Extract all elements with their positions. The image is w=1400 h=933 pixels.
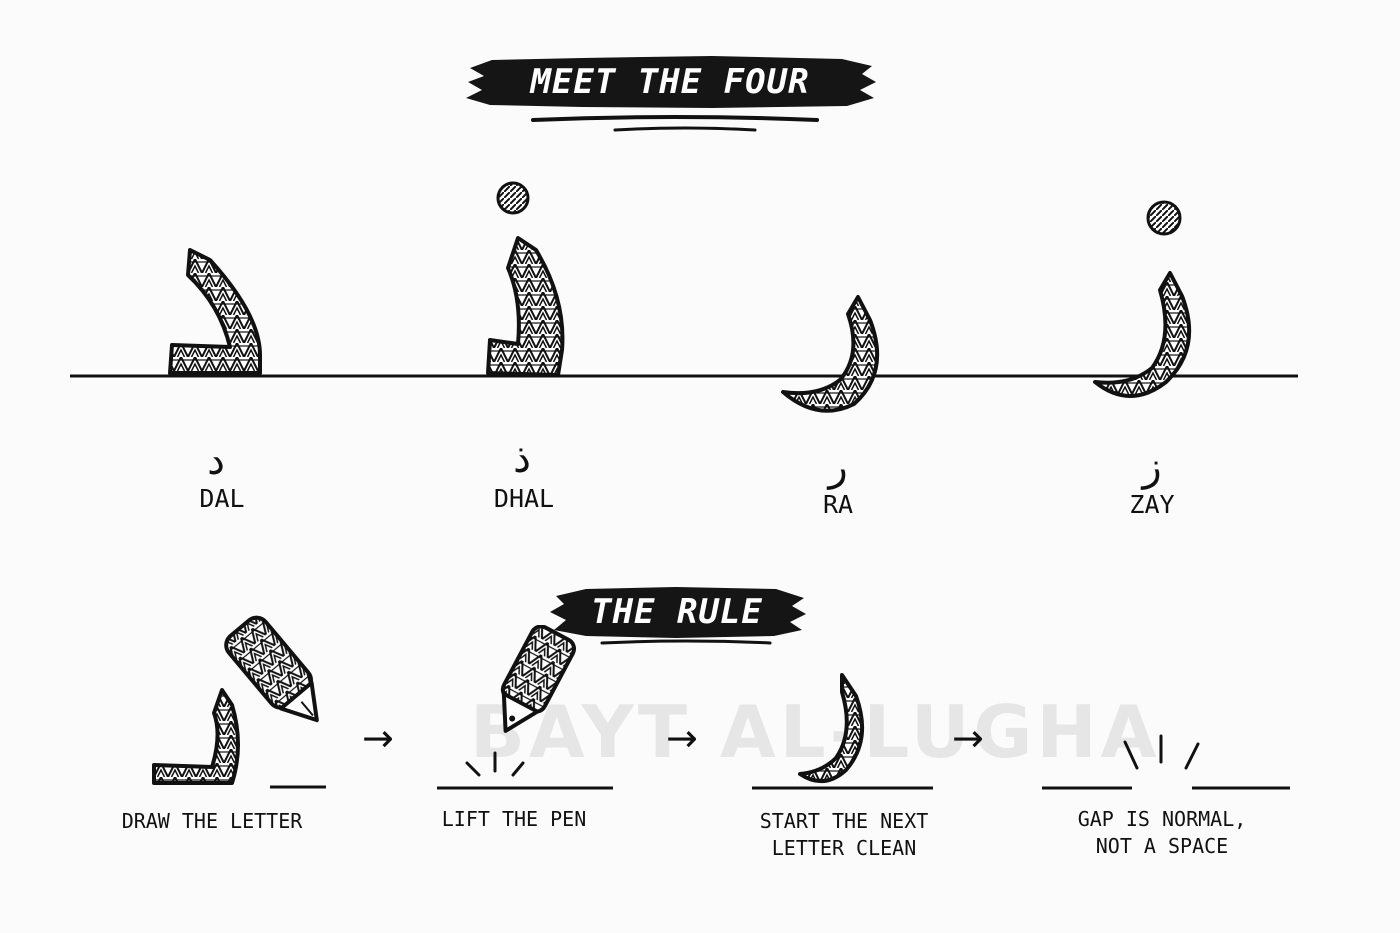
letter-arabic-zay: ز	[1142, 444, 1162, 490]
arrow-right-icon: →	[952, 716, 984, 760]
letter-arabic-ra: ر	[828, 444, 848, 490]
letter-name-dhal: DHAL	[493, 484, 555, 513]
step-caption: LIFT THE PEN	[384, 806, 644, 833]
letter-name-dal: DAL	[199, 484, 245, 513]
arrow-right-icon: →	[666, 716, 698, 760]
section-title: MEET THE FOUR	[530, 62, 810, 102]
step-caption-line: START THE NEXT	[759, 809, 929, 833]
next-letter-icon	[752, 673, 933, 790]
letter-name-ra: RA	[822, 490, 854, 519]
underline-stroke-icon	[600, 639, 772, 645]
step-caption-line: GAP IS NORMAL,	[1077, 807, 1247, 831]
step-caption-line: NOT A SPACE	[1095, 834, 1229, 858]
arrow-right-icon: →	[362, 716, 394, 760]
banner-meet-the-four: MEET THE FOUR	[462, 50, 878, 114]
step-caption-line: LETTER CLEAN	[771, 836, 917, 860]
dhal-letter-icon	[486, 181, 565, 377]
gap-icon	[1042, 734, 1290, 790]
banner-the-rule: THE RULE	[546, 580, 808, 644]
dal-letter-icon	[168, 248, 262, 375]
step-caption-line: LIFT THE PEN	[441, 807, 587, 831]
lifted-pen-icon	[437, 625, 613, 790]
brush-stroke-icon	[466, 56, 876, 108]
zay-letter-icon	[1093, 200, 1192, 398]
step-caption: DRAW THE LETTER	[82, 808, 342, 835]
baseline	[70, 374, 1298, 378]
step-caption-line: DRAW THE LETTER	[121, 809, 303, 833]
brush-stroke-icon	[550, 587, 806, 638]
letter-arabic-dhal: ذ	[513, 436, 531, 482]
pen-drawing-letter-icon	[152, 615, 326, 789]
watermark-text: BAYT AL-LUGHA	[470, 690, 1161, 774]
letter-name-zay: ZAY	[1129, 490, 1175, 519]
step-caption: START THE NEXT LETTER CLEAN	[714, 808, 974, 862]
letter-arabic-dal: د	[207, 438, 225, 484]
step-caption: GAP IS NORMAL, NOT A SPACE	[1032, 806, 1292, 860]
underline-strokes-icon	[531, 115, 819, 132]
ra-letter-icon	[781, 295, 880, 413]
section-title: THE RULE	[591, 592, 763, 632]
